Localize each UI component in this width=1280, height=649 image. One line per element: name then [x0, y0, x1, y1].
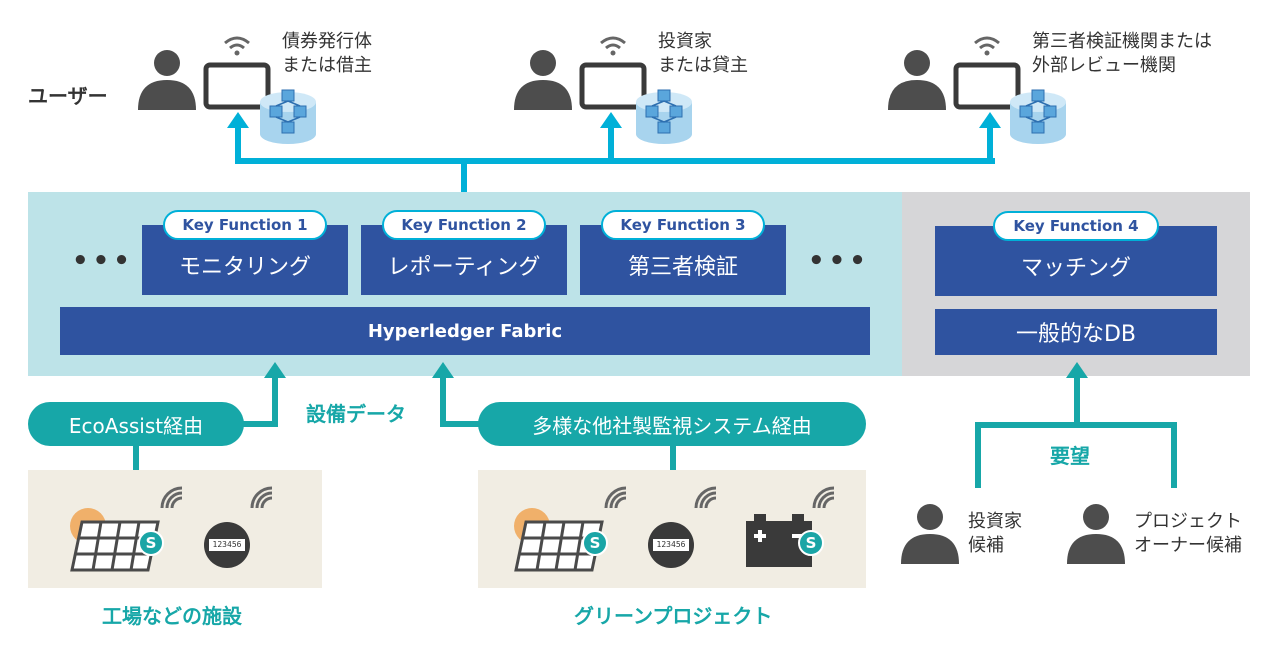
green-project-label: グリーンプロジェクト: [574, 604, 773, 628]
equipment-data-label: 設備データ: [306, 402, 406, 426]
owner-line1: プロジェクト: [1134, 511, 1242, 532]
function-tag: Key Function 3: [601, 210, 765, 240]
solar-panel-icon: [514, 508, 604, 572]
owner-candidate-label: プロジェクト オーナー候補: [1134, 510, 1242, 558]
laptop-icon: [953, 62, 1021, 110]
function-name: マッチング: [1020, 256, 1131, 281]
other-connector-h: [440, 421, 482, 427]
function-name: モニタリング: [178, 255, 311, 280]
wifi-icon: [600, 36, 626, 56]
function-tag: Key Function 1: [163, 210, 327, 240]
connector-top-bar: [235, 158, 995, 164]
meter-icon: 123456: [204, 522, 250, 568]
hyperledger-fabric-bar: Hyperledger Fabric: [60, 307, 870, 355]
person-icon: [1067, 504, 1125, 564]
requests-connector-right: [1171, 422, 1177, 488]
user-group-line1: 債券発行体: [282, 31, 372, 52]
factory-box: S 123456: [28, 470, 322, 588]
meter-reading: 123456: [209, 539, 245, 551]
other-systems-pill: 多様な他社製監視システム経由: [478, 402, 866, 446]
user-group-issuer: 債券発行体 または借主: [136, 30, 406, 150]
sensor-badge-icon: S: [798, 530, 824, 556]
function-tag: Key Function 2: [382, 210, 546, 240]
function-name: 第三者検証: [627, 255, 738, 280]
meter-icon: 123456: [648, 522, 694, 568]
requests-connector-h: [975, 422, 1177, 428]
arrow-up-user1: [227, 112, 249, 128]
factory-label: 工場などの施設: [102, 604, 242, 628]
function-name: レポーティング: [387, 255, 541, 280]
ecoassist-pill: EcoAssist経由: [28, 402, 244, 446]
laptop-icon: [203, 62, 271, 110]
green-connector: [670, 446, 676, 470]
ellipsis-right: •••: [808, 246, 870, 276]
sensor-badge-icon: S: [138, 530, 164, 556]
users-label: ユーザー: [28, 84, 108, 108]
arrow-up-requests: [1066, 362, 1088, 378]
investor-line2: 候補: [968, 535, 1004, 556]
wifi-icon: [160, 486, 183, 509]
requests-connector-left: [975, 422, 981, 488]
blockchain-icon: [260, 89, 316, 144]
person-icon: [514, 50, 572, 110]
user-group-line2: または借主: [282, 55, 372, 76]
wifi-icon: [604, 486, 627, 509]
function-tag: Key Function 4: [993, 211, 1159, 241]
other-connector-v: [440, 376, 446, 427]
wifi-icon: [812, 486, 835, 509]
connector-main: [461, 160, 467, 192]
user-group-line1: 第三者検証機関または: [1032, 31, 1212, 52]
arrow-up-ecoassist: [264, 362, 286, 378]
general-db-box: 一般的なDB: [935, 309, 1217, 355]
arrow-up-user3: [979, 112, 1001, 128]
user-group-line1: 投資家: [658, 31, 712, 52]
person-icon: [901, 504, 959, 564]
arrow-up-user2: [600, 112, 622, 128]
investor-line1: 投資家: [968, 511, 1022, 532]
user-group-verifier: 第三者検証機関または 外部レビュー機関: [886, 30, 1266, 150]
user-group-investor: 投資家 または貸主: [512, 30, 782, 150]
ecoassist-connector-v: [272, 376, 278, 427]
requests-label: 要望: [1050, 444, 1090, 468]
wifi-icon: [224, 36, 250, 56]
arrow-up-other-systems: [432, 362, 454, 378]
blockchain-icon: [1010, 89, 1066, 144]
blockchain-icon: [636, 89, 692, 144]
green-project-box: S 123456 S: [478, 470, 866, 588]
wifi-icon: [974, 36, 1000, 56]
laptop-icon: [579, 62, 647, 110]
person-icon: [138, 50, 196, 110]
user-group-line2: 外部レビュー機関: [1032, 55, 1176, 76]
owner-line2: オーナー候補: [1134, 535, 1242, 556]
meter-reading: 123456: [653, 539, 689, 551]
connector-user2: [608, 126, 614, 164]
wifi-icon: [250, 486, 273, 509]
solar-panel-icon: [70, 508, 160, 572]
investor-candidate-label: 投資家 候補: [968, 510, 1022, 558]
person-icon: [888, 50, 946, 110]
sensor-badge-icon: S: [582, 530, 608, 556]
ellipsis-left: •••: [72, 246, 134, 276]
user-group-line2: または貸主: [658, 55, 748, 76]
factory-connector: [133, 446, 139, 470]
ecoassist-connector-h: [240, 421, 278, 427]
connector-user3: [987, 126, 993, 164]
connector-user1: [235, 126, 241, 164]
requests-connector-v: [1074, 376, 1080, 424]
wifi-icon: [694, 486, 717, 509]
